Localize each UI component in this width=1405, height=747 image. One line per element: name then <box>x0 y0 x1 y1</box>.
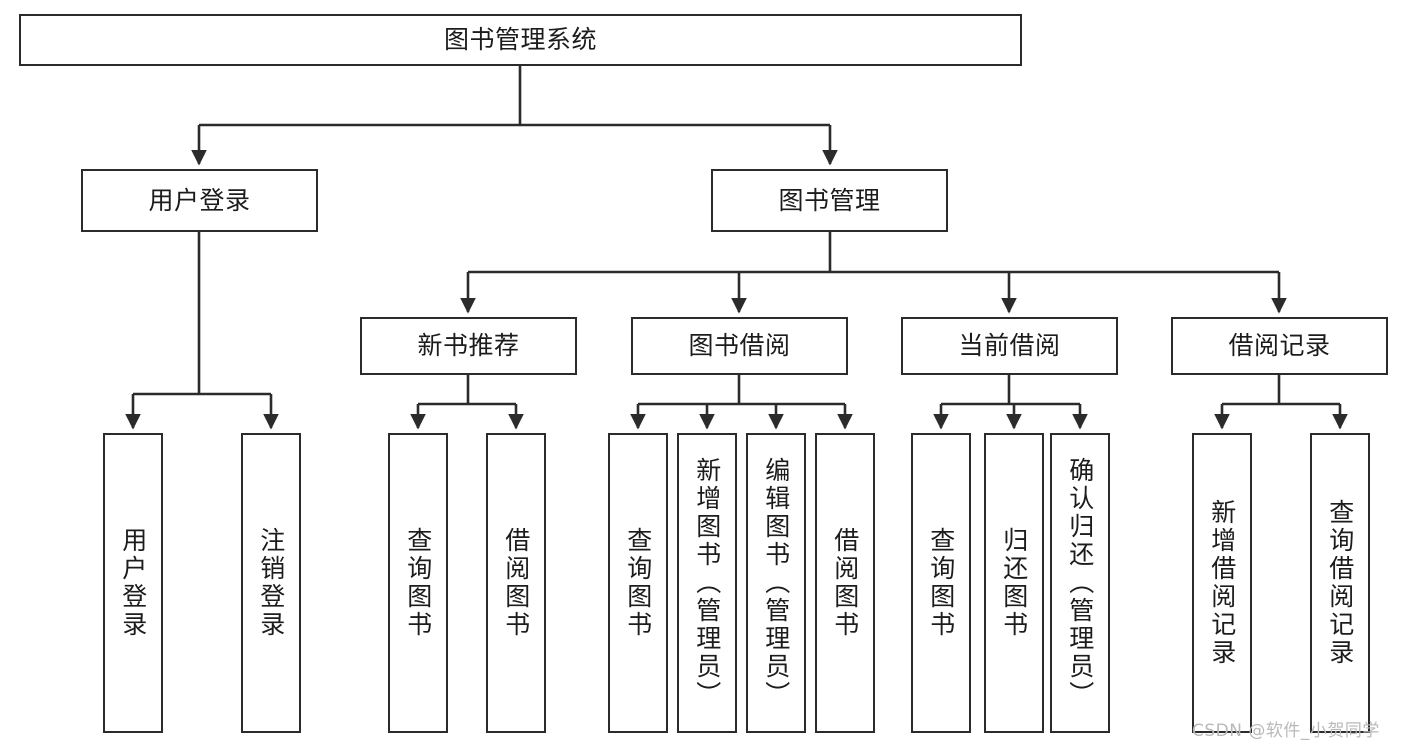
node-leaf-query-record-label: 查询借阅记录 <box>1325 499 1355 667</box>
node-leaf-add-book-label: 新增图书（管理员） <box>692 457 722 709</box>
node-leaf-query-book-2-label: 查询图书 <box>623 527 653 639</box>
node-borrow-record-label: 借阅记录 <box>1228 331 1331 360</box>
node-leaf-query-book-3[interactable]: 查询图书 <box>911 433 971 733</box>
node-user-login-label: 用户登录 <box>148 185 251 215</box>
node-leaf-user-logout[interactable]: 注销登录 <box>241 433 301 733</box>
node-book-manage-label: 图书管理 <box>778 185 881 215</box>
node-book-borrow-label: 图书借阅 <box>688 331 791 360</box>
node-book-borrow[interactable]: 图书借阅 <box>631 317 848 375</box>
node-root[interactable]: 图书管理系统 <box>19 14 1022 66</box>
node-leaf-query-book-1[interactable]: 查询图书 <box>388 433 448 733</box>
node-leaf-borrow-book-2[interactable]: 借阅图书 <box>815 433 875 733</box>
node-leaf-add-book[interactable]: 新增图书（管理员） <box>677 433 737 733</box>
node-leaf-add-record[interactable]: 新增借阅记录 <box>1192 433 1252 733</box>
node-leaf-confirm-return[interactable]: 确认归还（管理员） <box>1050 433 1110 733</box>
node-leaf-user-login-label: 用户登录 <box>118 527 148 639</box>
node-book-manage[interactable]: 图书管理 <box>711 169 948 232</box>
node-leaf-user-login[interactable]: 用户登录 <box>103 433 163 733</box>
node-borrow-record[interactable]: 借阅记录 <box>1171 317 1388 375</box>
node-leaf-borrow-book-2-label: 借阅图书 <box>830 527 860 639</box>
node-leaf-user-logout-label: 注销登录 <box>256 527 286 639</box>
node-leaf-add-record-label: 新增借阅记录 <box>1207 499 1237 667</box>
node-current-borrow[interactable]: 当前借阅 <box>901 317 1118 375</box>
node-leaf-edit-book-label: 编辑图书（管理员） <box>761 457 791 709</box>
node-leaf-query-book-2[interactable]: 查询图书 <box>608 433 668 733</box>
node-new-book-recommend[interactable]: 新书推荐 <box>360 317 577 375</box>
node-leaf-return-book-label: 归还图书 <box>999 527 1029 639</box>
node-leaf-query-record[interactable]: 查询借阅记录 <box>1310 433 1370 733</box>
node-new-book-recommend-label: 新书推荐 <box>417 331 520 360</box>
node-root-label: 图书管理系统 <box>443 25 597 54</box>
node-leaf-confirm-return-label: 确认归还（管理员） <box>1065 457 1095 709</box>
node-leaf-query-book-1-label: 查询图书 <box>403 527 433 639</box>
node-leaf-return-book[interactable]: 归还图书 <box>984 433 1044 733</box>
node-user-login[interactable]: 用户登录 <box>81 169 318 232</box>
node-leaf-edit-book[interactable]: 编辑图书（管理员） <box>746 433 806 733</box>
csdn-watermark: CSDN @软件_小贺同学 <box>1192 721 1380 741</box>
node-leaf-borrow-book-1[interactable]: 借阅图书 <box>486 433 546 733</box>
node-current-borrow-label: 当前借阅 <box>958 331 1061 360</box>
node-leaf-borrow-book-1-label: 借阅图书 <box>501 527 531 639</box>
node-leaf-query-book-3-label: 查询图书 <box>926 527 956 639</box>
